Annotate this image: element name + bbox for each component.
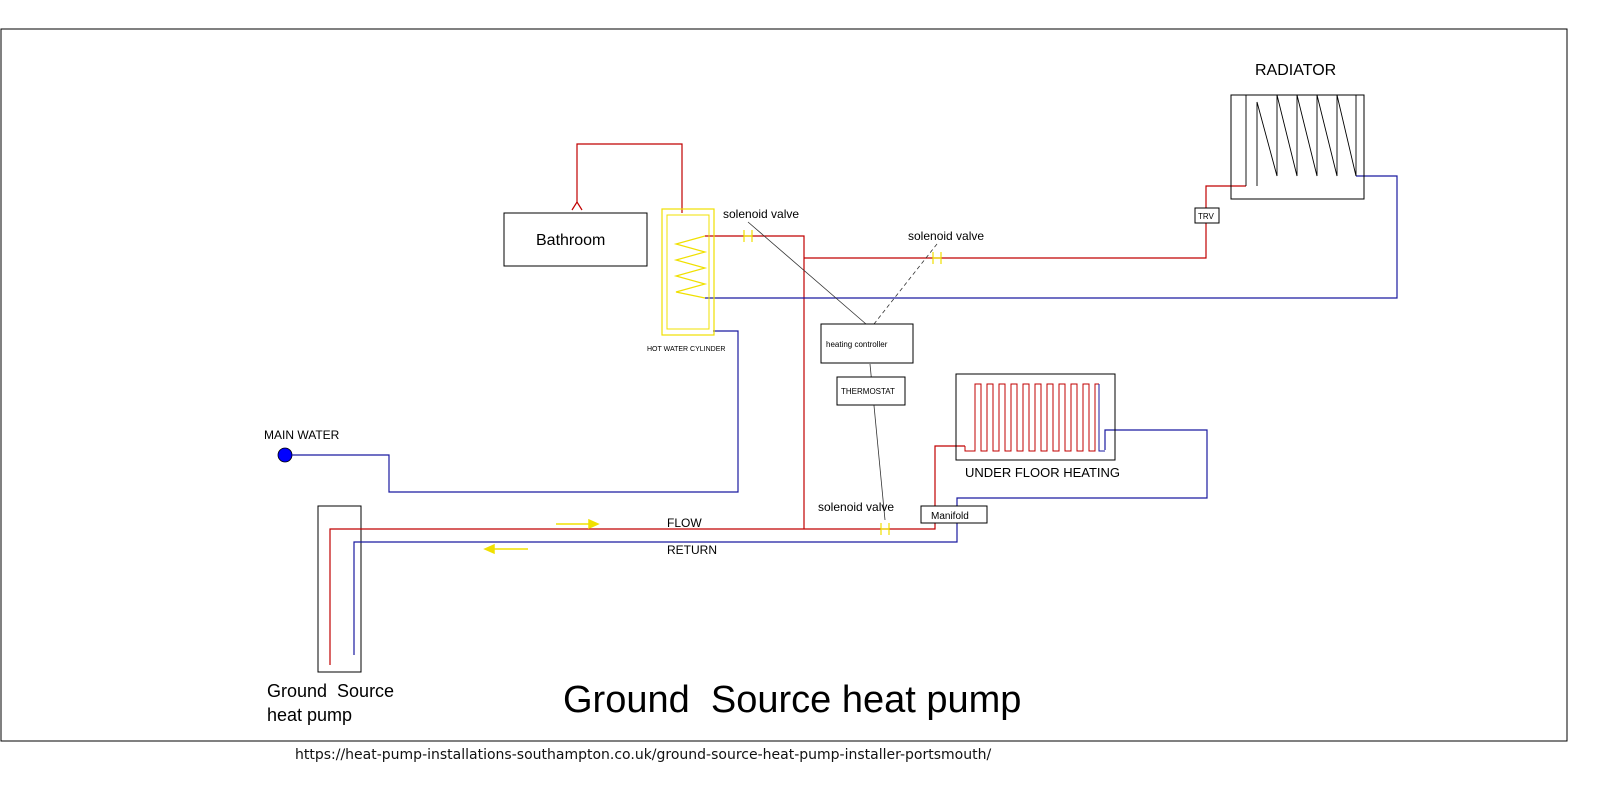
radiator-box <box>1230 94 1365 200</box>
solenoid-valve-3-icon <box>880 523 890 535</box>
radiator-return-pipe <box>705 175 1398 299</box>
control-wire-1 <box>747 221 867 325</box>
solenoid-valve-2-label: solenoid valve <box>908 229 984 243</box>
solenoid-valve-2-icon <box>932 252 942 264</box>
radiator-label: RADIATOR <box>1255 62 1336 79</box>
flow-label: FLOW <box>667 516 702 530</box>
ground-source-unit <box>317 505 362 673</box>
under-floor-heating-label: UNDER FLOOR HEATING <box>965 465 1120 480</box>
bathroom-tap-icon <box>571 200 583 211</box>
solenoid-valve-1-label: solenoid valve <box>723 207 799 221</box>
main-water-dot <box>277 447 293 463</box>
main-water-pipe <box>292 330 739 493</box>
source-url[interactable]: https://heat-pump-installations-southamp… <box>295 747 992 763</box>
control-wire-2 <box>873 243 938 325</box>
return-label: RETURN <box>667 543 717 557</box>
hot-water-cylinder-inner <box>666 214 710 330</box>
bathroom-label: Bathroom <box>536 232 605 249</box>
flow-pipe <box>329 445 965 665</box>
ground-source-label-line2: heat pump <box>267 705 352 725</box>
flow-riser <box>705 235 805 529</box>
thermostat-label: THERMOSTAT <box>841 387 895 396</box>
flow-arrow-icon <box>556 518 600 530</box>
underfloor-flow-loop <box>964 383 1099 452</box>
cylinder-coil <box>673 235 708 299</box>
diagram-frame <box>0 28 1568 742</box>
return-pipe <box>353 429 1208 655</box>
manifold-label: Manifold <box>931 511 969 522</box>
underfloor-box <box>955 373 1116 461</box>
underfloor-return-loop <box>1098 384 1105 452</box>
heating-controller-label: heating controller <box>826 340 888 349</box>
radiator-element <box>1256 94 1357 186</box>
hot-water-cylinder <box>661 208 715 336</box>
trv-label: TRV <box>1198 212 1215 221</box>
radiator-inner <box>1245 94 1357 186</box>
thermostat-box <box>836 376 906 406</box>
ground-source-label-line1: Ground Source <box>267 681 394 701</box>
main-water-label: MAIN WATER <box>264 428 340 442</box>
hot-water-cylinder-label: HOT WATER CYLINDER <box>647 346 725 353</box>
heating-controller-box <box>820 323 914 364</box>
diagram-title: Ground Source heat pump <box>563 679 1021 721</box>
bathroom-pipe <box>576 143 683 213</box>
manifold-box <box>920 505 988 524</box>
bathroom-box <box>503 212 648 267</box>
solenoid-valve-3-label: solenoid valve <box>818 500 894 514</box>
trv-box <box>1194 207 1220 224</box>
radiator-flow-pipe <box>804 185 1246 259</box>
solenoid-valve-1-icon <box>743 230 753 242</box>
return-arrow-icon <box>483 543 528 555</box>
